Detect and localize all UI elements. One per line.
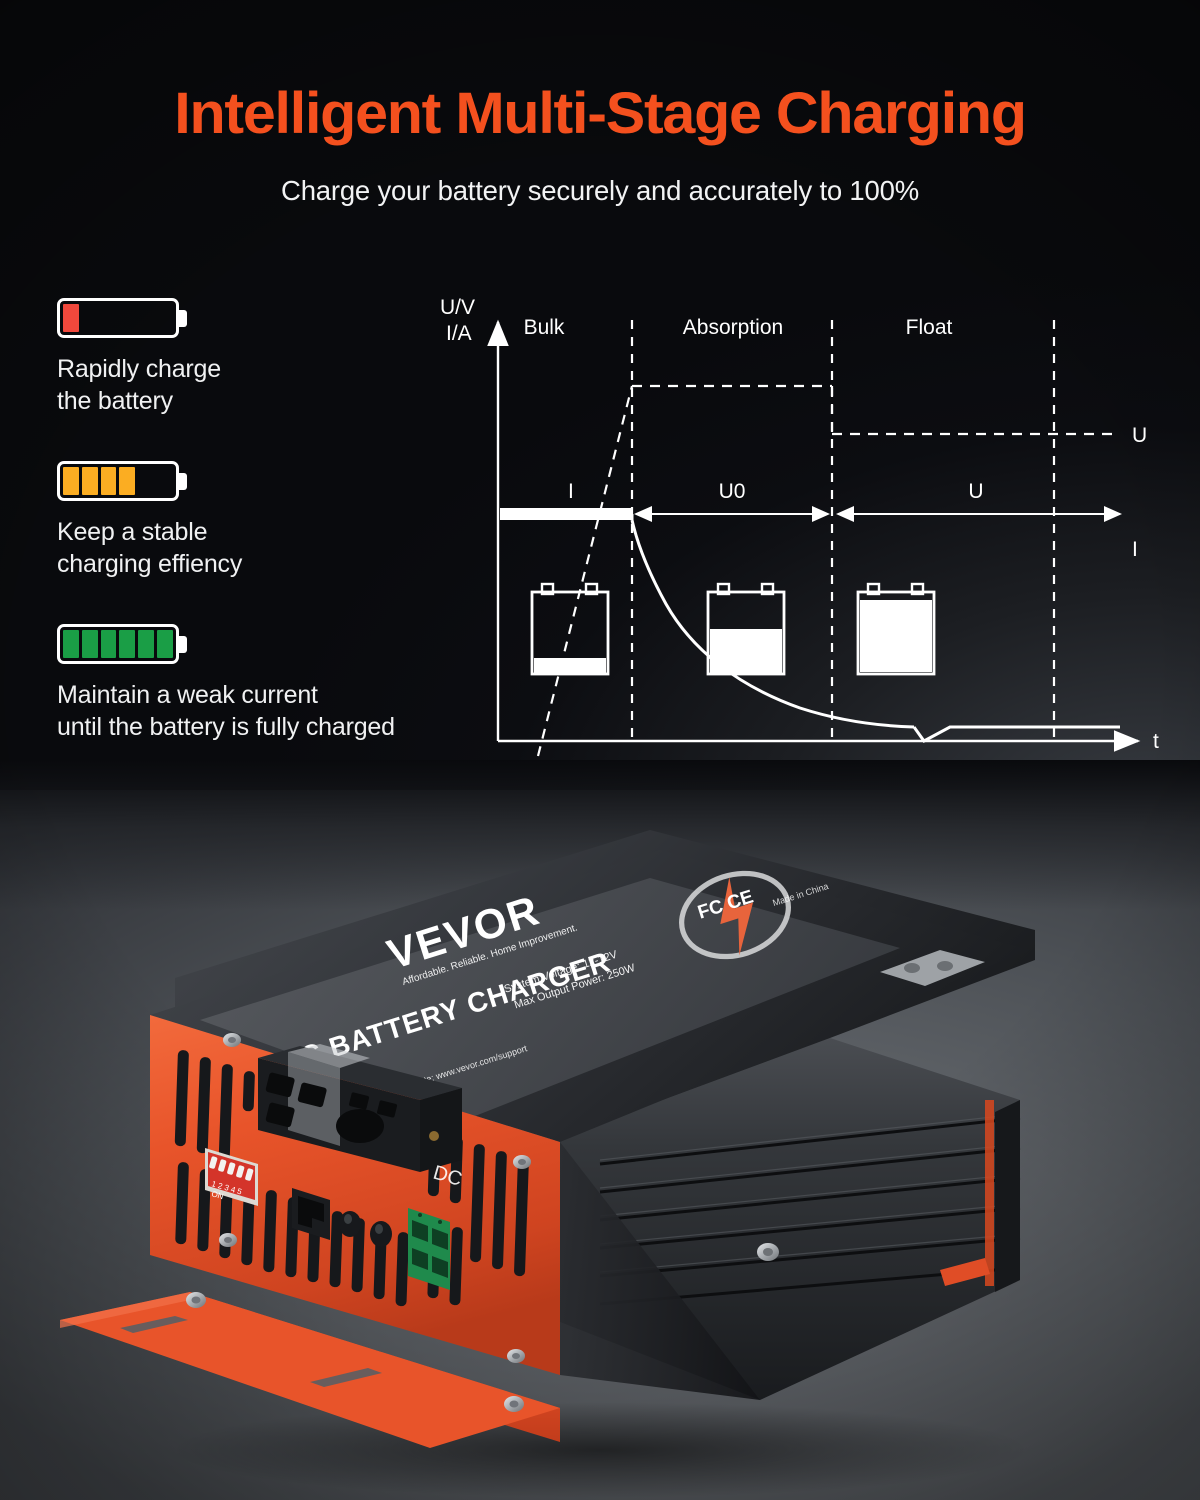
battery-medium-icon xyxy=(57,459,487,503)
feature-line-2: until the battery is fully charged xyxy=(57,713,395,741)
chart-battery-bulk xyxy=(530,582,610,676)
battery-segment xyxy=(63,467,79,495)
feature-text-stable-efficiency: Keep a stable charging effiency xyxy=(57,516,487,580)
battery-segment xyxy=(101,304,117,332)
panel-screws xyxy=(219,1033,531,1363)
battery-segment xyxy=(119,630,136,658)
battery-segment xyxy=(157,467,173,495)
right-foot-tab xyxy=(940,1258,990,1286)
y-axis-label-voltage: U/V xyxy=(440,296,475,319)
curve-label-voltage: U xyxy=(1132,424,1147,447)
feature-line-1: Keep a stable xyxy=(57,518,208,546)
battery-full-icon xyxy=(57,622,487,666)
lightning-logo xyxy=(679,870,791,960)
battery-segment xyxy=(157,304,173,332)
stage-dividers xyxy=(630,320,1056,741)
feature-line-2: the battery xyxy=(57,387,173,415)
battery-segment xyxy=(81,630,98,658)
chart-axes xyxy=(487,319,1141,752)
curve-label-current-bulk: I xyxy=(568,480,574,503)
stage-label-absorption: Absorption xyxy=(683,316,783,339)
feature-text-weak-current: Maintain a weak current until the batter… xyxy=(57,679,487,743)
battery-segment xyxy=(138,630,155,658)
bracket-plate xyxy=(60,1292,560,1448)
charging-stage-chart: U/V I/A t Bulk Absorption Float U I U0 U… xyxy=(420,286,1180,766)
feature-text-rapid-charge: Rapidly charge the battery xyxy=(57,353,487,417)
product-shadow xyxy=(170,1402,1030,1498)
mount-tab xyxy=(880,950,985,986)
battery-segment xyxy=(63,304,79,332)
heatsink-fins xyxy=(599,1116,1021,1306)
dip-switch: 1 2 3 4 5 ON xyxy=(205,1148,258,1206)
stage-label-float: Float xyxy=(906,316,953,339)
battery-cap xyxy=(178,309,187,327)
side-panel xyxy=(560,1142,760,1400)
page-subtitle: Charge your battery securely and accurat… xyxy=(281,174,919,206)
chart-battery-absorption xyxy=(706,582,786,676)
heatsink-orange-edge xyxy=(985,1100,994,1286)
feature-item-rapid-charge: Rapidly charge the battery xyxy=(57,296,487,417)
dc-power-connector xyxy=(258,1044,462,1172)
dip-switch-on-label: ON xyxy=(210,1189,224,1201)
span-label-u: U xyxy=(968,480,983,503)
bulk-constant-current-bar xyxy=(500,508,632,520)
battery-cap xyxy=(178,472,187,490)
rj45-port xyxy=(292,1188,330,1240)
product-photo: VEVOR Affordable. Reliable. Home Improve… xyxy=(0,800,1200,1500)
feature-item-weak-current: Maintain a weak current until the batter… xyxy=(57,622,487,743)
led-indicators xyxy=(339,1211,392,1247)
curve-label-current-float: I xyxy=(1132,538,1138,561)
heatsink-fin-highlights xyxy=(599,1113,1021,1273)
battery-segment xyxy=(138,467,154,495)
feature-item-stable-efficiency: Keep a stable charging effiency xyxy=(57,459,487,580)
header: Intelligent Multi-Stage Charging Charge … xyxy=(0,0,1200,207)
heatsink-screw xyxy=(757,1243,779,1261)
green-terminal-block xyxy=(408,1208,450,1290)
battery-segment xyxy=(119,304,135,332)
x-axis-label-time: t xyxy=(1153,730,1159,753)
battery-low-body xyxy=(57,298,179,338)
product-svg: VEVOR Affordable. Reliable. Home Improve… xyxy=(60,830,1035,1498)
feature-line-1: Rapidly charge xyxy=(57,355,221,383)
front-panel: DC 1 2 3 4 5 ON xyxy=(150,1015,560,1375)
battery-segment xyxy=(138,304,154,332)
dip-switch-levers xyxy=(209,1156,254,1181)
battery-low-icon xyxy=(57,296,487,340)
battery-segment xyxy=(100,630,117,658)
battery-segment xyxy=(82,304,98,332)
battery-full-body xyxy=(57,624,179,664)
span-label-u0: U0 xyxy=(719,480,746,503)
battery-segment xyxy=(100,467,117,495)
feature-line-2: charging effiency xyxy=(57,550,243,578)
battery-segment xyxy=(63,630,79,658)
bracket-slots xyxy=(120,1316,382,1387)
chart-svg: U/V I/A t Bulk Absorption Float U I U0 U… xyxy=(440,296,1159,757)
battery-cap xyxy=(178,635,187,653)
product-label-plate xyxy=(200,878,900,1118)
battery-segment xyxy=(157,630,173,658)
feature-list: Rapidly charge the battery Keep a stable… xyxy=(57,296,487,785)
background-top-dark xyxy=(0,0,1200,830)
feature-line-1: Maintain a weak current xyxy=(57,681,318,709)
stage-label-bulk: Bulk xyxy=(524,316,565,339)
battery-medium-body xyxy=(57,461,179,501)
mounting-bracket xyxy=(60,1292,560,1448)
battery-segment xyxy=(81,467,98,495)
chart-battery-float xyxy=(856,582,936,676)
page-title: Intelligent Multi-Stage Charging xyxy=(174,81,1027,146)
battery-segment xyxy=(119,467,136,495)
y-axis-label-current: I/A xyxy=(446,322,472,345)
voltage-curve xyxy=(536,384,1120,757)
